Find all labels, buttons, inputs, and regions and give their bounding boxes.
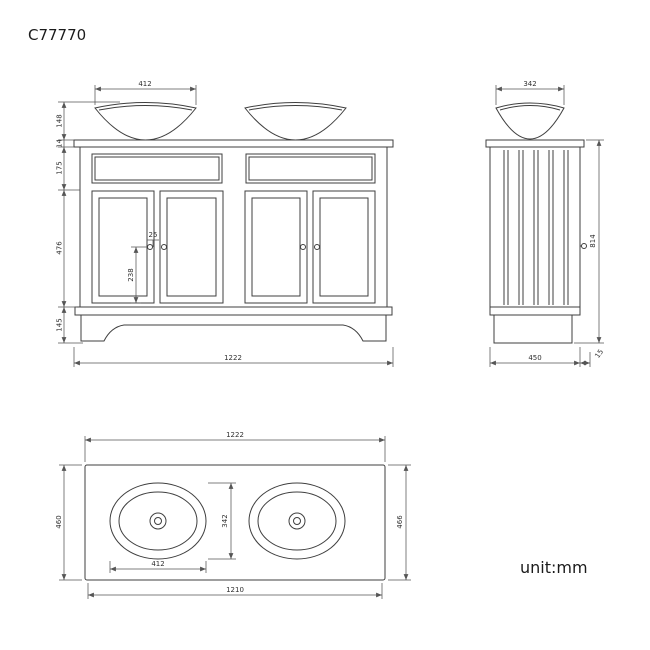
plan-basin-right-drain (288, 512, 306, 530)
plan-basin-left-outer (109, 482, 207, 560)
front-door-d (312, 190, 376, 304)
dim-front-basin-width: 412 (94, 80, 197, 105)
front-door-a (91, 190, 155, 304)
plan-basin-right-inner (257, 491, 337, 551)
plan-dimensions: 1222 460 466 342 (55, 431, 411, 599)
dim-text-side-depth: 450 (528, 354, 541, 362)
dim-front-door-height: 476 (56, 190, 77, 308)
plan-basin-right-drain-hole (293, 517, 301, 525)
front-basins (94, 102, 347, 141)
dim-plan-basin-width: 412 (109, 560, 207, 573)
side-foot (493, 314, 573, 344)
plan-basin-left-inner (118, 491, 198, 551)
front-plinth (74, 306, 393, 316)
dim-front-basin-height: 148 (56, 101, 120, 141)
dim-plan-total-width: 1222 (84, 431, 386, 462)
front-view: 412 148 14 175 476 (56, 80, 394, 367)
dim-side-height: 814 (574, 139, 604, 344)
basin-side-rim (499, 105, 561, 111)
front-dimensions: 412 148 14 175 476 (56, 80, 394, 367)
dim-side-depth: 450 (489, 347, 581, 367)
dim-front-knob-height: 238 (127, 246, 147, 304)
front-cabinet-body (79, 146, 388, 308)
plan-view: 1222 460 466 342 (55, 431, 411, 599)
dim-plan-basin-length: 342 (208, 482, 236, 560)
dim-text-front-counter-thickness: 14 (56, 139, 64, 148)
dim-text-front-basin-height: 148 (56, 114, 64, 127)
dim-plan-inner-width: 1210 (87, 583, 383, 599)
dim-text-front-basin-width: 412 (138, 80, 151, 88)
dim-side-back-offset: 15 (580, 348, 605, 367)
front-door-b (159, 190, 224, 304)
dim-plan-depth-left: 460 (55, 464, 82, 581)
dim-text-side-height: 814 (589, 234, 597, 248)
front-rail-panel-left (91, 153, 223, 184)
front-rail-panel-right-inner (248, 156, 373, 181)
dim-text-front-total-width: 1222 (224, 354, 242, 362)
dim-front-total-width: 1222 (73, 347, 394, 367)
side-plinth (489, 306, 581, 316)
plan-countertop (84, 464, 386, 581)
front-door-d-panel (319, 197, 369, 297)
door-knob (147, 244, 153, 250)
dim-text-front-door-height: 476 (56, 241, 64, 255)
plan-basin-left-drain-hole (154, 517, 162, 525)
dim-text-plan-depth-right: 466 (396, 515, 404, 529)
door-knob (300, 244, 306, 250)
dim-text-front-base-height: 145 (56, 318, 64, 331)
dim-text-front-knob-height: 238 (127, 268, 135, 281)
unit-label: unit:mm (520, 558, 588, 577)
dim-text-plan-inner-width: 1210 (226, 586, 244, 594)
side-view: 342 814 450 15 (485, 80, 605, 367)
dim-text-plan-basin-length: 342 (221, 514, 229, 527)
front-door-c (244, 190, 308, 304)
basin-left (94, 102, 197, 141)
plan-countertop-outline (84, 464, 386, 581)
dim-front-base-height: 145 (56, 307, 83, 344)
dim-front-knob-offset: 25 (147, 231, 159, 247)
product-code: C77770 (28, 26, 86, 44)
side-door-knob (581, 243, 587, 249)
front-rail-panel-right (245, 153, 376, 184)
front-door-c-panel (251, 197, 301, 297)
dim-plan-depth-right: 466 (388, 464, 411, 581)
front-cabinet (73, 139, 394, 342)
basin-side (495, 102, 565, 140)
dim-text-front-rail-height: 175 (56, 161, 64, 174)
dim-text-plan-total-width: 1222 (226, 431, 244, 439)
dim-text-side-basin-width: 342 (523, 80, 536, 88)
front-rail-panel-left-inner (94, 156, 220, 181)
side-basin (495, 102, 565, 140)
side-countertop (485, 139, 585, 148)
side-dimensions: 342 814 450 15 (489, 80, 605, 367)
plan-basin-right-outer (248, 482, 346, 560)
basin-right-rim (248, 105, 343, 111)
dim-text-front-knob-offset: 25 (149, 231, 158, 239)
dim-text-side-back-offset: 15 (594, 348, 606, 360)
door-knob (161, 244, 167, 250)
dim-text-plan-basin-width: 412 (151, 560, 164, 568)
basin-left-rim (98, 105, 193, 111)
front-door-b-panel (166, 197, 217, 297)
dim-front-rail-height: 175 (56, 147, 80, 191)
dim-text-plan-depth-left: 460 (55, 515, 63, 528)
dim-side-basin-width: 342 (495, 80, 565, 105)
plan-basin-left-drain (149, 512, 167, 530)
door-knob (314, 244, 320, 250)
front-countertop (73, 139, 394, 148)
basin-right (244, 102, 347, 141)
front-base-valance (80, 314, 387, 342)
side-cabinet (485, 139, 587, 344)
